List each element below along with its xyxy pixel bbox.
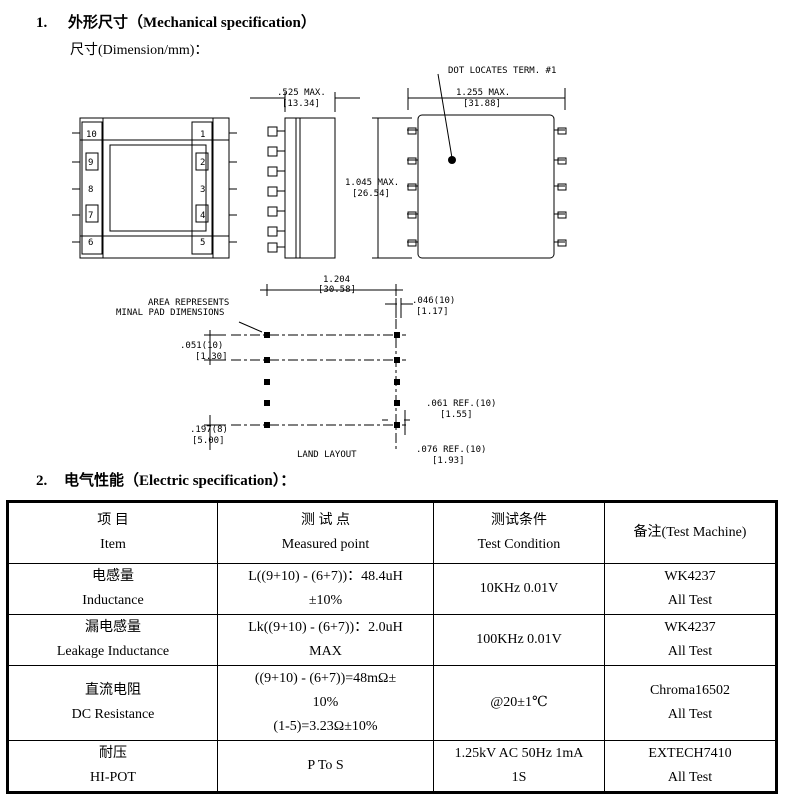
row-pitch-dim: .197(8) — [190, 425, 228, 435]
point-line: 10% — [312, 695, 339, 710]
machine-name: EXTECH7410 — [648, 746, 732, 761]
point-line: MAX — [309, 644, 342, 659]
pad-width-mm: [1.17] — [416, 307, 449, 317]
pin-label: 5 — [200, 238, 205, 248]
item-en: HI-POT — [90, 770, 136, 785]
section2-title: 电气性能（Electric specification）： — [64, 473, 296, 489]
condition-cell: 10KHz 0.01V — [433, 563, 605, 615]
item-en: Inductance — [82, 593, 144, 608]
table-header-row: 项 目 Item 测 试 点 Measured point 测试条件 Test Con… — [7, 501, 777, 564]
machine-note: All Test — [667, 770, 713, 785]
item-cn: 耐压 — [99, 746, 127, 761]
mechanical-drawing: 10 9 8 7 6 1 2 3 4 5 .525 MAX. [13.34] D… — [72, 66, 567, 466]
item-cn: 电感量 — [92, 569, 134, 584]
section2-heading: 2. 电气性能（Electric specification）： — [36, 469, 295, 490]
area-note-2: MINAL PAD DIMENSIONS — [116, 308, 224, 318]
electric-spec-table: 项 目 Item 测 试 点 Measured point 测试条件 Test Con… — [6, 500, 778, 794]
header-point-cn: 测 试 点 — [301, 513, 350, 528]
height-dim: 1.045 MAX. — [345, 178, 399, 188]
machine-note: All Test — [667, 644, 713, 659]
ref1-mm: [1.55] — [440, 410, 473, 420]
point-line: ((9+10) - (6+7))=48mΩ± — [254, 671, 397, 686]
pin-label: 1 — [200, 130, 205, 140]
item-cell: 漏电感量 Leakage Inductance — [7, 614, 218, 666]
item-cn: 直流电阻 — [85, 683, 141, 698]
item-en: Leakage Inductance — [56, 644, 170, 659]
ref1-dim: .061 REF.(10) — [426, 399, 496, 409]
side-width-dim: .525 MAX. — [277, 88, 326, 98]
area-note-1: AREA REPRESENTS — [148, 298, 229, 308]
table-row: 耐压 HI-POT P To S 1.25kV AC 50Hz 1mA 1S EXT… — [7, 740, 777, 793]
condition-cell: 100KHz 0.01V — [433, 614, 605, 666]
top-view-body — [417, 114, 555, 259]
pin-label: 10 — [86, 130, 97, 140]
header-item: 项 目 Item — [7, 501, 218, 564]
pin-label: 9 — [88, 158, 93, 168]
land-layout-label: LAND LAYOUT — [297, 450, 357, 460]
pin-label: 2 — [200, 158, 205, 168]
item-en: DC Resistance — [71, 707, 155, 722]
header-condition: 测试条件 Test Condition — [433, 501, 605, 564]
side-view-body — [284, 117, 336, 259]
header-point-en: Measured point — [281, 537, 370, 552]
point-cell: L((9+10) - (6+7))：48.4uH ±10% — [217, 563, 434, 615]
ref2-dim: .076 REF.(10) — [416, 445, 486, 455]
point-cell: P To S — [217, 740, 434, 793]
section1-heading: 1. 外形尺寸（Mechanical specification） — [36, 11, 316, 32]
condition-line: 1.25kV AC 50Hz 1mA — [454, 746, 584, 761]
machine-note: All Test — [667, 593, 713, 608]
machine-note: All Test — [667, 707, 713, 722]
machine-name: Chroma16502 — [649, 683, 731, 698]
table-row: 电感量 Inductance L((9+10) - (6+7))：48.4uH ±1… — [7, 563, 777, 615]
condition-line: 1S — [511, 770, 527, 785]
pin-label: 6 — [88, 238, 93, 248]
point-line: (1-5)=3.23Ω±10% — [273, 719, 378, 734]
header-item-cn: 项 目 — [97, 513, 129, 528]
top-width-mm: [31.88] — [463, 99, 501, 109]
side-width-mm: [13.34] — [282, 99, 320, 109]
condition-cell: @20±1℃ — [433, 665, 605, 741]
item-cell: 直流电阻 DC Resistance — [7, 665, 218, 741]
row-pitch-mm: [5.00] — [192, 436, 225, 446]
land-span-dim: 1.204 — [323, 275, 350, 285]
pin-label: 3 — [200, 185, 205, 195]
point-cell: ((9+10) - (6+7))=48mΩ± 10% (1-5)=3.23Ω±10% — [217, 665, 434, 741]
dot-note: DOT LOCATES TERM. #1 — [448, 66, 556, 76]
height-mm: [26.54] — [352, 189, 390, 199]
header-cond-en: Test Condition — [477, 537, 561, 552]
header-cond-cn: 测试条件 — [491, 513, 547, 528]
ref2-mm: [1.93] — [432, 456, 465, 466]
pitch-mm: [1.30] — [195, 352, 228, 362]
pin-label: 7 — [88, 211, 93, 221]
item-cell: 耐压 HI-POT — [7, 740, 218, 793]
dimension-subtitle: 尺寸(Dimension/mm)： — [70, 43, 209, 58]
header-point: 测 试 点 Measured point — [217, 501, 434, 564]
pad-width-dim: .046(10) — [412, 296, 455, 306]
item-cn: 漏电感量 — [85, 620, 141, 635]
section1-title: 外形尺寸（Mechanical specification） — [68, 15, 316, 31]
point-cell: Lk((9+10) - (6+7))：2.0uH MAX — [217, 614, 434, 666]
pin-label: 8 — [88, 185, 93, 195]
section2-number: 2. — [36, 473, 48, 489]
pitch-dim: .051(10) — [180, 341, 223, 351]
header-item-en: Item — [100, 537, 126, 552]
point-line: ±10% — [308, 593, 343, 608]
pin-label: 4 — [200, 211, 205, 221]
item-cell: 电感量 Inductance — [7, 563, 218, 615]
land-span-mm: [30.58] — [318, 285, 356, 295]
top-width-dim: 1.255 MAX. — [456, 88, 510, 98]
condition-cell: 1.25kV AC 50Hz 1mA 1S — [433, 740, 605, 793]
section1-number: 1. — [36, 15, 48, 31]
header-machine: 备注(Test Machine) — [604, 501, 777, 564]
point-line: Lk((9+10) - (6+7))：2.0uH — [248, 620, 403, 635]
point-line: L((9+10) - (6+7))：48.4uH — [248, 569, 403, 584]
table-row: 漏电感量 Leakage Inductance Lk((9+10) - (6+7)… — [7, 614, 777, 666]
machine-name: WK4237 — [664, 569, 716, 584]
machine-name: WK4237 — [664, 620, 716, 635]
table-row: 直流电阻 DC Resistance ((9+10) - (6+7))=48mΩ±… — [7, 665, 777, 741]
